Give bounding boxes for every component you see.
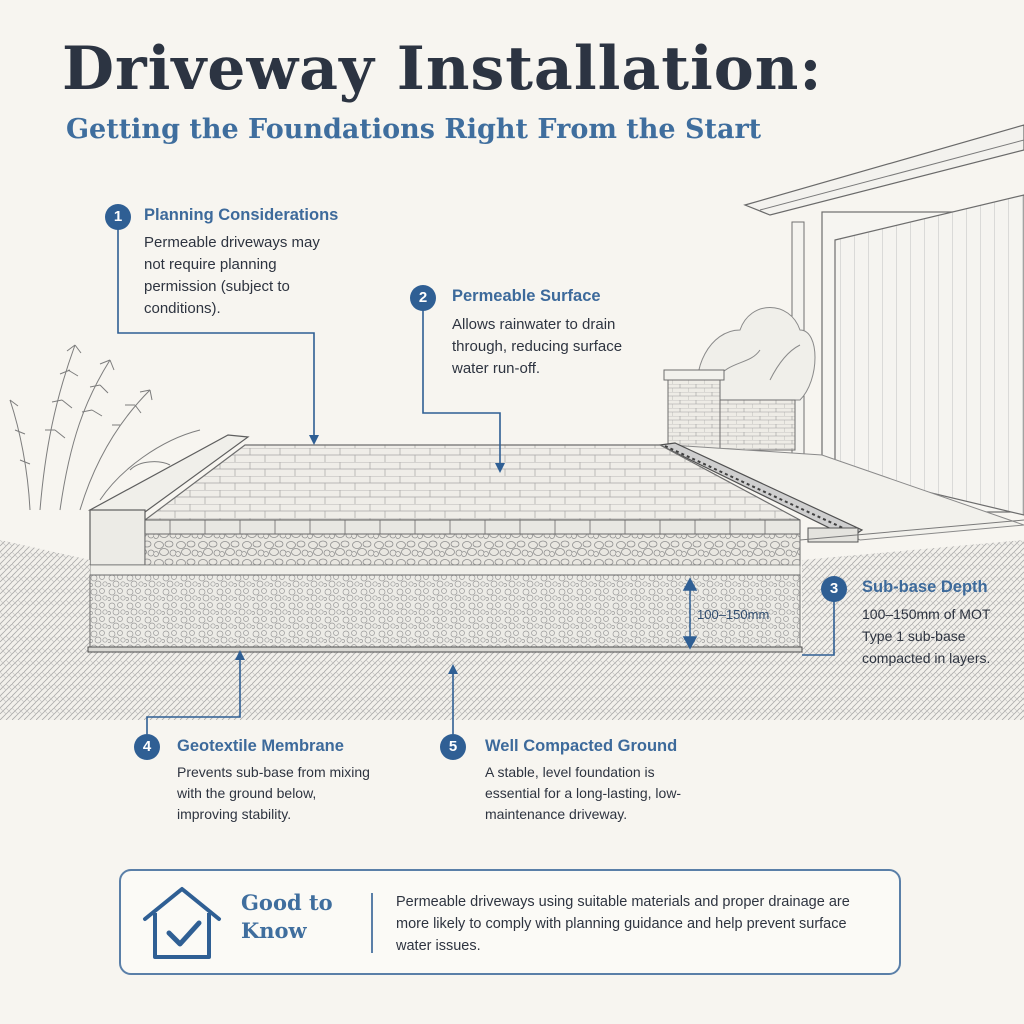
callout-number-badge: 5	[440, 734, 466, 760]
callout-title: Permeable Surface	[452, 287, 601, 305]
callout-number-badge: 4	[134, 734, 160, 760]
leader-arrowheads	[235, 435, 505, 674]
garage-building	[743, 124, 1024, 516]
leader-lines	[117, 226, 835, 734]
paver-edge-row	[144, 519, 801, 535]
page-title: Driveway Installation:	[62, 34, 823, 104]
depth-measurement-label: 100–150mm	[697, 607, 770, 622]
brick-wall	[663, 369, 796, 451]
house-check-icon	[143, 887, 221, 959]
plants-illustration	[9, 344, 201, 511]
callout-text: Allows rainwater to drain through, reduc…	[452, 316, 623, 377]
kerb-edging	[87, 434, 250, 566]
good-to-know-title: Good to Know	[241, 890, 333, 943]
callout-text: Prevents sub-base from mixing with the g…	[177, 764, 370, 822]
callout-text: Permeable driveways may not require plan…	[144, 234, 320, 317]
callout-title: Geotextile Membrane	[177, 737, 344, 755]
box-divider	[371, 893, 373, 953]
callout-title: Sub-base Depth	[862, 578, 988, 596]
callout-number-badge: 1	[105, 204, 131, 230]
callout-number-badge: 2	[410, 285, 436, 311]
good-to-know-text: Permeable driveways using suitable mater…	[396, 894, 850, 954]
callout-text: A stable, level foundation is essential …	[485, 764, 682, 822]
callout-text: 100–150mm of MOT Type 1 sub-base compact…	[862, 606, 991, 666]
compacted-ground	[0, 540, 1024, 720]
good-to-know-box: Good to Know Permeable driveways using s…	[119, 869, 901, 975]
bedding-gravel-layer	[144, 533, 801, 567]
callout-number-badge: 3	[821, 576, 847, 602]
depth-dimension-arrow	[682, 577, 698, 650]
callout-title: Well Compacted Ground	[485, 737, 678, 755]
page-subtitle: Getting the Foundations Right From the S…	[66, 114, 762, 145]
callout-title: Planning Considerations	[144, 206, 339, 224]
shrub-illustration	[696, 307, 816, 401]
